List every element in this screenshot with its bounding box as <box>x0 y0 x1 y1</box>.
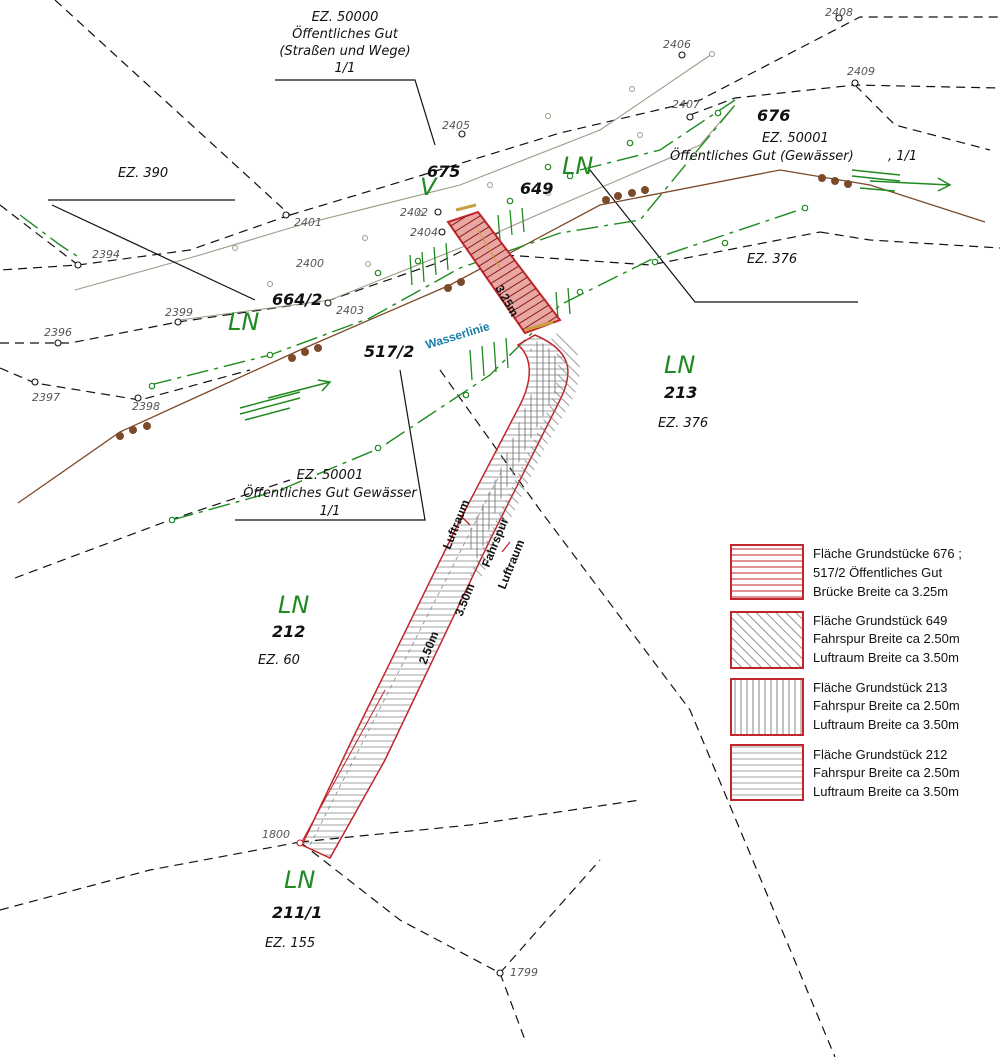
access-road <box>299 330 580 859</box>
ez50000-title: EZ. 50000 <box>312 10 379 25</box>
parcel-517-2: 517/2 <box>364 342 414 361</box>
parcel-numbers: 676 675 649 664/2 517/2 213 212 211/1 <box>272 106 790 922</box>
parcel-664-2: 664/2 <box>272 290 322 309</box>
legend-text: Fläche Grundstücke 676 ; <box>813 546 962 561</box>
point-numbers: 2408 2406 2409 2405 2407 2402 2401 2404 … <box>32 6 875 979</box>
legend-item-213: Fläche Grundstück 213 Fahrspur Breite ca… <box>730 678 960 736</box>
point-2399: 2399 <box>165 306 193 319</box>
road-parcel-lines <box>74 53 736 321</box>
point-2402: 2402 <box>400 206 428 219</box>
point-2400: 2400 <box>296 257 324 270</box>
legend-text: Fläche Grundstück 213 <box>813 680 947 695</box>
land-use-ln: LN <box>228 308 259 336</box>
legend-text: Brücke Breite ca 3.25m <box>813 584 948 599</box>
survey-points <box>31 14 859 977</box>
bridge <box>446 203 562 335</box>
legend-text: Luftraum Breite ca 3.50m <box>813 650 959 665</box>
parcel-213: 213 <box>664 383 697 402</box>
ez60-label: EZ. 60 <box>258 653 300 668</box>
ez50000-line1: Öffentliches Gut <box>292 25 399 42</box>
point-2406: 2406 <box>663 38 691 51</box>
point-2396: 2396 <box>44 326 72 339</box>
legend-text: Fahrspur Breite ca 2.50m <box>813 698 960 713</box>
ez376-right: EZ. 376 <box>658 416 708 431</box>
ez50001-top-title: EZ. 50001 <box>762 131 829 146</box>
parcel-212: 212 <box>272 622 305 641</box>
land-use-ln: LN <box>284 866 315 894</box>
legend-text: Fahrspur Breite ca 2.50m <box>813 765 960 780</box>
parcel-676: 676 <box>757 106 790 125</box>
ez376-top: EZ. 376 <box>747 252 797 267</box>
point-2398: 2398 <box>132 400 160 413</box>
ez50001-bottom-share: 1/1 <box>320 504 341 519</box>
point-2394: 2394 <box>92 248 120 261</box>
land-use-labels: LN LN LN LN LN V <box>228 152 695 894</box>
boundary-line <box>54 0 291 216</box>
point-2407: 2407 <box>672 98 700 111</box>
land-use-ln: LN <box>562 152 593 180</box>
green-v-mark: V <box>420 173 438 201</box>
ez50000-line3: 1/1 <box>335 61 356 76</box>
ez50001-top-line: Öffentliches Gut (Gewässer) <box>670 147 854 164</box>
legend-item-bridge: Fläche Grundstücke 676 ; 517/2 Öffentlic… <box>730 544 962 600</box>
point-1800: 1800 <box>262 828 290 841</box>
wasserlinie-label: Wasserlinie <box>424 319 492 352</box>
legend-item-649: Fläche Grundstück 649 Fahrspur Breite ca… <box>730 611 960 669</box>
legend-text: Fläche Grundstück 649 <box>813 613 947 628</box>
parcel-211-1: 211/1 <box>272 903 322 922</box>
legend-item-212: Fläche Grundstück 212 Fahrspur Breite ca… <box>730 744 960 801</box>
road-parcel-points <box>232 51 715 287</box>
point-2405: 2405 <box>442 119 470 132</box>
point-2409: 2409 <box>847 65 875 78</box>
ez390-label: EZ. 390 <box>118 166 168 181</box>
land-use-ln: LN <box>664 351 695 379</box>
parcel-649: 649 <box>520 179 553 198</box>
legend-text: Luftraum Breite ca 3.50m <box>813 784 959 799</box>
point-2401: 2401 <box>294 216 322 229</box>
legend: Fläche Grundstücke 676 ; 517/2 Öffentlic… <box>730 544 962 801</box>
legend-text: 517/2 Öffentliches Gut <box>813 565 943 580</box>
flow-arrows <box>239 169 952 421</box>
ez155-label: EZ. 155 <box>265 936 315 951</box>
parcel-675: 675 <box>427 162 460 181</box>
embankment-ticks <box>409 207 571 381</box>
point-1799: 1799 <box>510 966 538 979</box>
owner-labels: EZ. 50000 Öffentliches Gut (Straßen und … <box>118 10 917 951</box>
land-use-ln: LN <box>278 591 309 619</box>
point-2404: 2404 <box>410 226 438 239</box>
legend-text: Fläche Grundstück 212 <box>813 747 947 762</box>
legend-text: Fahrspur Breite ca 2.50m <box>813 631 960 646</box>
river-centerline <box>17 169 986 504</box>
ez50001-bottom-line: Öffentliches Gut Gewässer <box>243 484 418 501</box>
ez50000-line2: (Straßen und Wege) <box>279 44 410 59</box>
ez50001-bottom-title: EZ. 50001 <box>297 468 364 483</box>
ez50001-top-share: , 1/1 <box>888 149 917 164</box>
river-bank-points <box>148 109 809 524</box>
point-2408: 2408 <box>825 6 853 19</box>
point-2403: 2403 <box>336 304 364 317</box>
point-2397: 2397 <box>32 391 60 404</box>
leader-lines <box>48 79 858 521</box>
legend-text: Luftraum Breite ca 3.50m <box>813 717 959 732</box>
